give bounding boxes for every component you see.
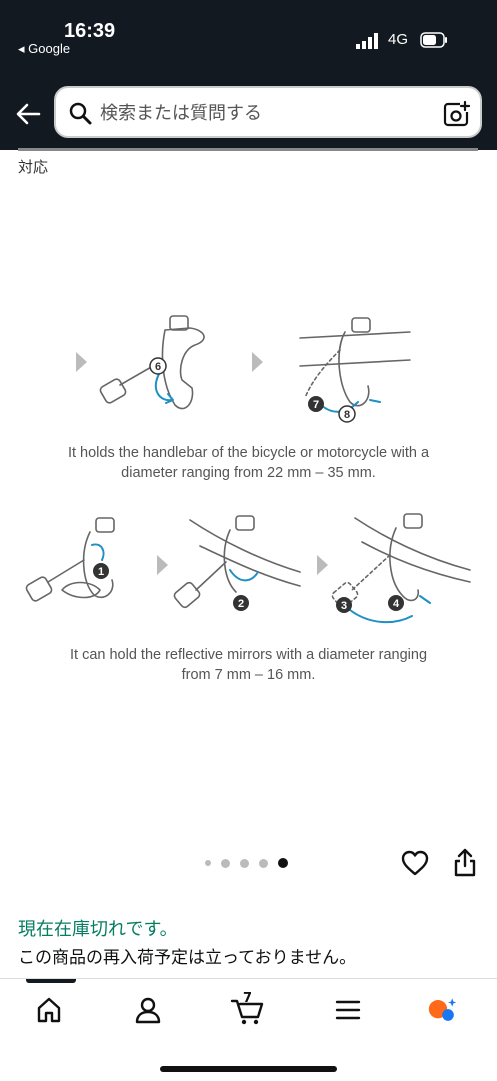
step-marker xyxy=(308,396,324,412)
search-icon xyxy=(69,102,92,125)
step-marker xyxy=(93,563,109,579)
carousel-dot[interactable] xyxy=(240,858,249,868)
clamp-mirror-open-illustration xyxy=(25,517,115,602)
carousel-dot[interactable] xyxy=(221,858,230,868)
description-overflow-line xyxy=(18,148,478,151)
step-marker xyxy=(149,357,167,375)
back-arrow-icon[interactable] xyxy=(14,100,42,128)
active-tab-indicator xyxy=(26,979,76,983)
step-number: 2 xyxy=(238,598,244,610)
search-box[interactable] xyxy=(54,86,482,138)
step-marker xyxy=(388,595,404,611)
step-number: 1 xyxy=(98,566,104,578)
search-input[interactable] xyxy=(100,100,420,126)
stock-status: 現在在庫切れです。 xyxy=(18,919,178,940)
heart-icon[interactable] xyxy=(400,848,430,878)
step-marker xyxy=(338,405,356,423)
menu-icon[interactable] xyxy=(333,995,363,1025)
carousel-dot[interactable] xyxy=(259,858,268,868)
step-number: 7 xyxy=(313,399,319,411)
clamp-mirror-closed-illustration xyxy=(331,513,471,609)
status-bar: 16:39 ◂ Google 4G xyxy=(0,0,497,86)
camera-search-icon[interactable] xyxy=(442,100,470,128)
assistant-icon[interactable] xyxy=(428,995,458,1025)
home-indicator xyxy=(160,1066,337,1072)
step-arrow-icon xyxy=(76,352,87,372)
signal-icon xyxy=(356,33,378,49)
home-icon[interactable] xyxy=(34,995,64,1025)
step-number: 3 xyxy=(341,600,347,612)
step-number: 8 xyxy=(344,409,350,421)
product-image[interactable]: 6 7 8 1 2 3 4 xyxy=(0,290,497,710)
back-to-app-link[interactable]: ◂ Google xyxy=(18,41,71,56)
step-number: 4 xyxy=(393,598,400,610)
share-icon[interactable] xyxy=(451,848,479,878)
account-icon[interactable] xyxy=(133,995,163,1025)
step-arrow-icon xyxy=(157,555,168,575)
clamp-handlebar-illustration xyxy=(299,317,411,407)
search-header xyxy=(0,86,497,150)
step-marker xyxy=(336,597,352,613)
bottom-nav: 7 xyxy=(0,978,497,1081)
step-marker xyxy=(233,595,249,611)
carousel-dot[interactable] xyxy=(205,860,211,866)
clamp-mirror-closing-illustration xyxy=(173,515,301,609)
cart-icon[interactable] xyxy=(230,991,266,1027)
network-type: 4G xyxy=(388,31,409,48)
carousel-dots[interactable] xyxy=(205,856,288,870)
step-arrow-icon xyxy=(252,352,263,372)
status-time: 16:39 xyxy=(64,20,116,42)
carousel-dot-active[interactable] xyxy=(278,858,288,868)
restock-note: この商品の再入荷予定は立っておりません。 xyxy=(18,948,357,968)
step-arrow-icon xyxy=(317,555,328,575)
cart-count-badge: 7 xyxy=(243,991,253,1006)
image-caption-handlebar: It holds the handlebar of the bicycle or… xyxy=(67,445,430,481)
image-caption-mirror: It can hold the reflective mirrors with … xyxy=(69,647,428,683)
product-description-tail: 対応 xyxy=(18,158,49,176)
step-number: 6 xyxy=(155,361,161,373)
battery-icon xyxy=(420,32,447,48)
